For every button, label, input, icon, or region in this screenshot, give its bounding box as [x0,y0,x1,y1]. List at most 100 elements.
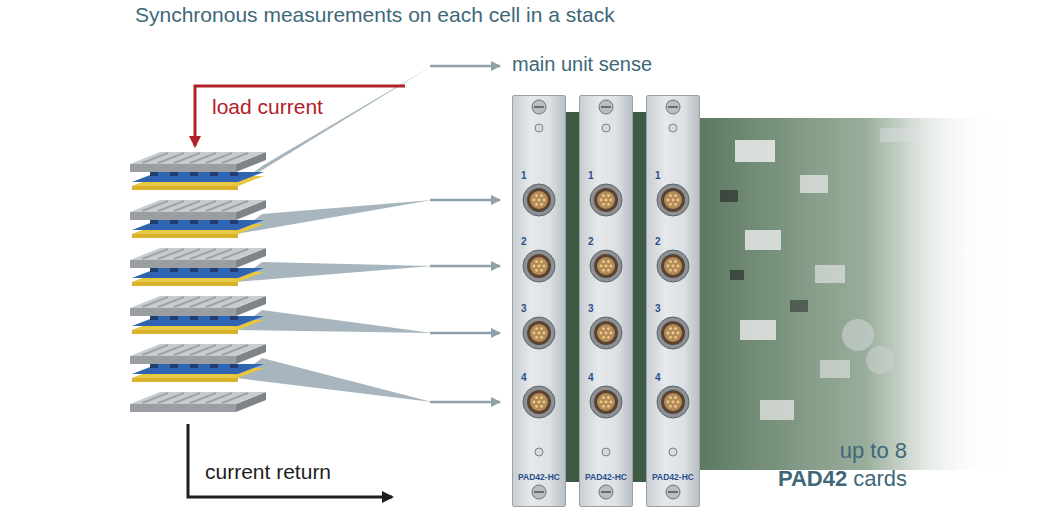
flow-channel [150,172,158,176]
plate-top [130,296,266,308]
connector-pin [669,194,672,197]
connector-pin [602,327,605,330]
connector-pin [535,260,538,263]
panel-nut [669,124,677,132]
electrode-layer [132,330,238,334]
connector-body [594,321,618,345]
electrode-layer [132,224,264,234]
connector-pin [535,194,538,197]
plate-top [130,152,266,164]
connector-body [527,188,551,212]
screw-slot [534,491,544,493]
flow-channel [230,364,238,368]
connector-face [530,257,548,275]
connector-pin [540,269,543,272]
plate-groove [206,201,232,211]
connector-pin [533,199,536,202]
connector-pin [535,327,538,330]
electrode-layer [132,378,238,382]
flow-channel [230,316,238,320]
flow-channel [230,220,238,224]
channel-number: 2 [655,236,661,247]
electrode-layer [132,368,264,378]
card-panel: 1234PAD42-HC [512,95,566,507]
flow-channel [170,316,178,320]
connector-pin [540,405,543,408]
plate-side [236,248,266,268]
panel-screw [532,100,546,114]
connector-pin [672,199,675,202]
connector-pin [535,405,538,408]
plate-groove [206,249,232,259]
screw-slot [534,106,544,108]
connector-pin [669,260,672,263]
connector-pin [607,203,610,206]
plate-side [236,392,266,412]
flow-channel [170,364,178,368]
plate-groove [174,249,200,259]
connector-pin [607,405,610,408]
channel-number: 2 [521,236,527,247]
plate-groove [206,153,232,163]
channel-number: 3 [655,303,661,314]
connector-pin [540,260,543,263]
connector-body [594,390,618,414]
flow-channel [230,172,238,176]
load-current-label: load current [212,95,323,119]
connector-ring [590,386,622,418]
plate-groove [222,345,248,355]
current-return-arrow [188,424,392,497]
connector-face [530,191,548,209]
connector-pin [669,203,672,206]
connector-pin [674,405,677,408]
channel-number: 1 [588,170,594,181]
connector-pin [600,265,603,268]
plate-groove [190,201,216,211]
connector-pin [543,199,546,202]
plate-groove [142,249,168,259]
connector-pin [535,336,538,339]
connector-pin [535,396,538,399]
plate-groove [206,393,232,403]
plate-groove [190,153,216,163]
connector-pin [610,265,613,268]
plate-groove [190,393,216,403]
panel-screw [666,485,680,499]
connector-pin [674,194,677,197]
plate-side [130,356,236,364]
flow-channel [170,268,178,272]
channel-number: 4 [521,372,527,383]
card-model: PAD42-HC [647,472,699,482]
connector-pin [540,396,543,399]
plate-groove [142,201,168,211]
connector-ring [657,386,689,418]
connector-ring [523,317,555,349]
connector-face [664,257,682,275]
connector-pin [602,336,605,339]
connector-pin [674,203,677,206]
connector-pin [543,401,546,404]
flow-channel [210,316,218,320]
panel-screw [532,485,546,499]
flow-channel [210,364,218,368]
plate-top [130,200,266,212]
connector-pin [607,327,610,330]
connector-ring [590,184,622,216]
connector-pin [674,336,677,339]
plate-groove [158,345,184,355]
flow-channel [150,316,158,320]
channel-number: 4 [655,372,661,383]
flow-channel [170,220,178,224]
plate-side [236,152,266,172]
flow-channel [150,220,158,224]
connector-pin [540,194,543,197]
panel-screw [599,100,613,114]
connector-pin [677,265,680,268]
connector-pin [677,332,680,335]
electrode-layer [132,320,264,330]
connector-ring [523,250,555,282]
plate-groove [206,345,232,355]
connector-pin [600,401,603,404]
membrane-layer [132,268,264,278]
